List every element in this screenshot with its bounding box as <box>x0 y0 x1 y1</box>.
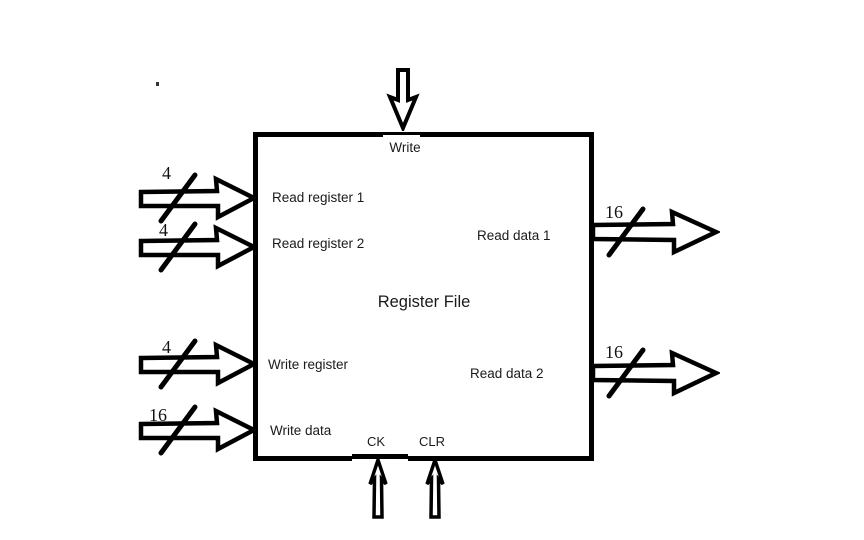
border-jitter-bottom <box>352 454 408 459</box>
border-jitter-bottom-gap <box>352 459 408 461</box>
port-label-ck: CK <box>367 434 386 449</box>
bus-width-write-register: 4 <box>162 337 171 357</box>
port-label-write: Write <box>389 140 421 155</box>
diagram-title: Register File <box>377 293 471 311</box>
bus-width-read-data-2: 16 <box>605 342 623 362</box>
port-label-write-register: Write register <box>268 357 349 372</box>
bus-width-read-register-2: 4 <box>159 220 168 240</box>
bus-width-read-data-1: 16 <box>605 202 623 222</box>
ck-arrow-icon <box>368 458 388 519</box>
port-label-read-data-1: Read data 1 <box>477 228 551 243</box>
bus-width-write-data: 16 <box>149 405 167 425</box>
bus-arrow-read-register-2-icon <box>138 221 258 273</box>
register-file-box <box>253 132 594 461</box>
port-label-read-register-1: Read register 1 <box>272 190 365 205</box>
bus-arrow-read-data-1-icon <box>592 206 720 258</box>
bus-width-read-register-1: 4 <box>162 163 171 183</box>
clr-arrow-icon <box>425 458 445 519</box>
bus-arrow-read-register-1-icon <box>138 172 258 224</box>
bus-arrow-write-data-icon <box>138 404 258 456</box>
port-label-write-data: Write data <box>270 423 332 438</box>
bus-arrow-read-data-2-icon <box>592 347 720 399</box>
port-label-read-data-2: Read data 2 <box>470 366 544 381</box>
write-arrow-icon <box>386 68 420 131</box>
border-jitter-top <box>383 135 420 137</box>
port-label-read-register-2: Read register 2 <box>272 236 365 251</box>
bus-arrow-write-register-icon <box>138 338 258 390</box>
port-label-clr: CLR <box>419 434 446 449</box>
stray-dot <box>156 82 159 86</box>
